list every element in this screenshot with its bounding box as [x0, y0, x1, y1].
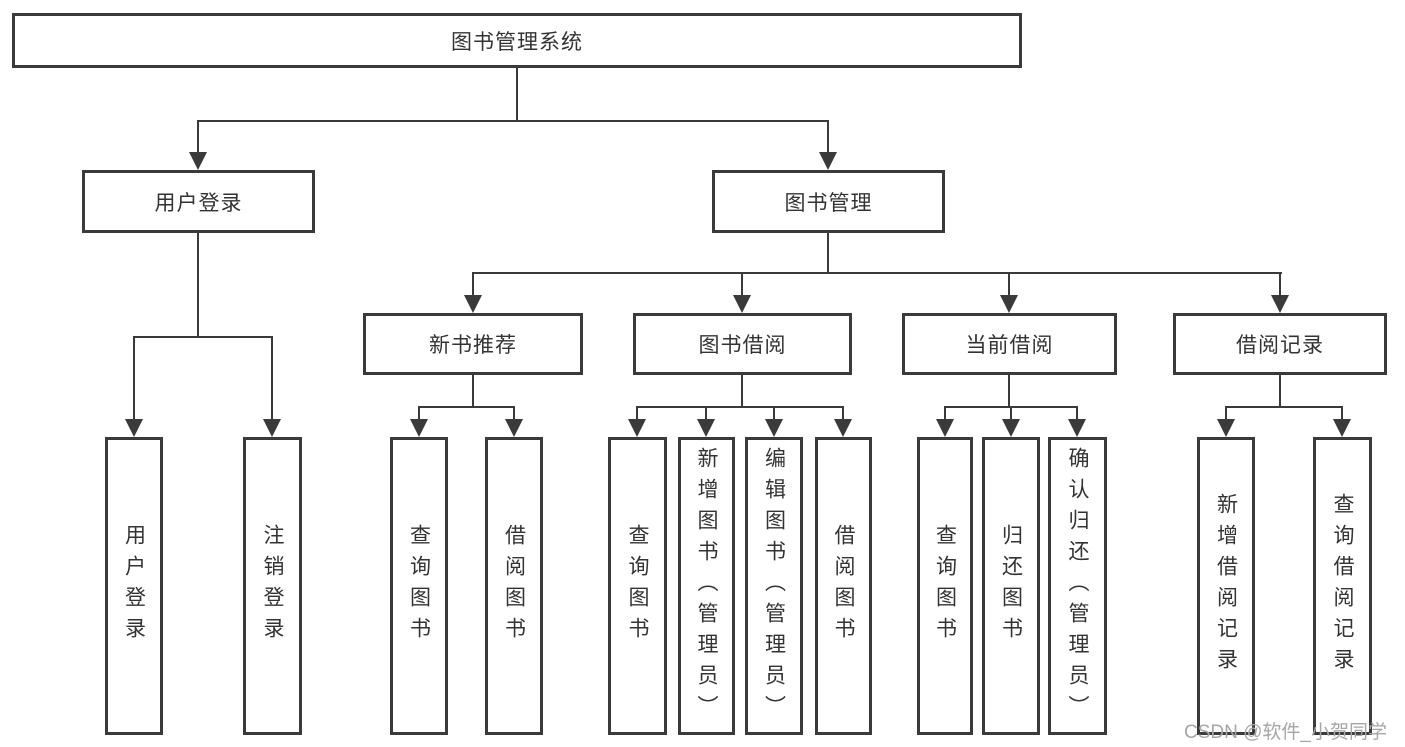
node-label: 图书借阅 — [698, 334, 787, 357]
arrowhead-down-icon — [1333, 419, 1351, 437]
leaf-query-borrow-record: 查询借阅记录 — [1313, 437, 1372, 735]
leaf-logout: 注销登录 — [243, 437, 302, 735]
connector-drop-leaf — [271, 336, 273, 424]
node-label: 图书管理 — [784, 191, 873, 215]
node-book-borrowing: 图书借阅 — [633, 313, 852, 375]
connector-book-borrow-split — [636, 406, 844, 408]
node-label: 借阅记录 — [1236, 334, 1324, 357]
connector-drop-leaf — [636, 406, 638, 424]
connector-drop-leaf — [513, 406, 515, 424]
connector-drop-current-borrow — [1008, 272, 1010, 300]
connector-user-login-split — [133, 336, 273, 338]
arrowhead-down-icon — [834, 419, 852, 437]
leaf-label: 确认归还（管理员） — [1066, 446, 1089, 726]
leaf-confirm-return-admin: 确认归还（管理员） — [1048, 437, 1107, 735]
arrowhead-down-icon — [1271, 295, 1289, 313]
leaf-add-books-admin: 新增图书（管理员） — [678, 437, 735, 735]
arrowhead-down-icon — [1002, 419, 1020, 437]
arrowhead-down-icon — [125, 419, 143, 437]
leaf-label: 借阅图书 — [832, 524, 855, 648]
connector-root-split — [197, 120, 829, 122]
connector-drop-leaf — [1076, 406, 1078, 424]
node-root-library-system: 图书管理系统 — [12, 13, 1022, 68]
connector-drop-leaf — [842, 406, 844, 424]
leaf-label: 注销登录 — [261, 524, 284, 648]
node-user-login: 用户登录 — [82, 170, 315, 233]
csdn-watermark: CSDN @软件_小贺同学 — [1184, 722, 1387, 743]
arrowhead-down-icon — [936, 419, 954, 437]
leaf-label: 查询图书 — [407, 524, 431, 648]
arrowhead-down-icon — [819, 152, 837, 170]
node-book-management: 图书管理 — [712, 170, 945, 233]
leaf-label: 编辑图书（管理员） — [762, 446, 786, 726]
connector-new-book-stem — [472, 375, 474, 408]
connector-borrow-records-stem — [1279, 375, 1281, 408]
arrowhead-down-icon — [1068, 419, 1086, 437]
arrowhead-down-icon — [697, 419, 715, 437]
connector-drop-new-book — [472, 272, 474, 300]
connector-root-stem — [516, 68, 518, 121]
connector-drop-user-login — [197, 120, 199, 156]
node-label: 图书管理系统 — [451, 30, 583, 54]
connector-drop-leaf — [133, 336, 135, 424]
connector-drop-borrow-records — [1279, 272, 1281, 300]
arrowhead-down-icon — [765, 419, 783, 437]
connector-drop-leaf — [1341, 406, 1343, 424]
arrowhead-down-icon — [464, 295, 482, 313]
node-borrowing-records: 借阅记录 — [1173, 313, 1387, 375]
arrowhead-down-icon — [505, 419, 523, 437]
arrowhead-down-icon — [263, 419, 281, 437]
leaf-label: 归还图书 — [999, 524, 1023, 648]
arrowhead-down-icon — [628, 419, 646, 437]
leaf-query-books-recommend: 查询图书 — [390, 437, 448, 735]
node-label: 用户登录 — [154, 191, 243, 215]
connector-drop-leaf — [773, 406, 775, 424]
leaf-query-books-current: 查询图书 — [917, 437, 973, 735]
connector-drop-book-management — [827, 120, 829, 156]
arrowhead-down-icon — [1217, 419, 1235, 437]
leaf-borrow-books: 借阅图书 — [815, 437, 872, 735]
node-label: 当前借阅 — [965, 334, 1054, 357]
leaf-label: 查询图书 — [626, 524, 649, 648]
connector-user-login-stem — [197, 233, 199, 338]
connector-drop-leaf — [944, 406, 946, 424]
leaf-edit-books-admin: 编辑图书（管理员） — [745, 437, 803, 735]
node-current-borrowing: 当前借阅 — [902, 313, 1117, 375]
node-new-book-recommend: 新书推荐 — [363, 313, 583, 375]
leaf-add-borrow-record: 新增借阅记录 — [1197, 437, 1255, 735]
leaf-borrow-books-recommend: 借阅图书 — [485, 437, 543, 735]
arrowhead-down-icon — [189, 152, 207, 170]
leaf-return-books: 归还图书 — [982, 437, 1040, 735]
leaf-label: 新增图书（管理员） — [695, 446, 718, 726]
arrowhead-down-icon — [733, 295, 751, 313]
leaf-label: 查询图书 — [933, 524, 957, 648]
connector-book-borrow-stem — [741, 375, 743, 408]
leaf-label: 用户登录 — [122, 524, 146, 648]
arrowhead-down-icon — [410, 419, 428, 437]
connector-drop-leaf — [1225, 406, 1227, 424]
leaf-label: 新增借阅记录 — [1214, 493, 1238, 679]
connector-book-mgmt-split — [472, 272, 1282, 274]
leaf-label: 借阅图书 — [502, 524, 526, 648]
connector-drop-leaf — [418, 406, 420, 424]
connector-drop-leaf — [705, 406, 707, 424]
connector-book-mgmt-stem — [827, 233, 829, 274]
leaf-query-books-borrow: 查询图书 — [608, 437, 667, 735]
connector-current-borrow-stem — [1008, 375, 1010, 408]
leaf-label: 查询借阅记录 — [1331, 493, 1354, 679]
connector-new-book-split — [418, 406, 515, 408]
connector-drop-book-borrow — [741, 272, 743, 300]
connector-drop-leaf — [1010, 406, 1012, 424]
leaf-user-login: 用户登录 — [105, 437, 163, 735]
connector-borrow-records-split — [1225, 406, 1343, 408]
node-label: 新书推荐 — [429, 334, 517, 357]
arrowhead-down-icon — [1000, 295, 1018, 313]
